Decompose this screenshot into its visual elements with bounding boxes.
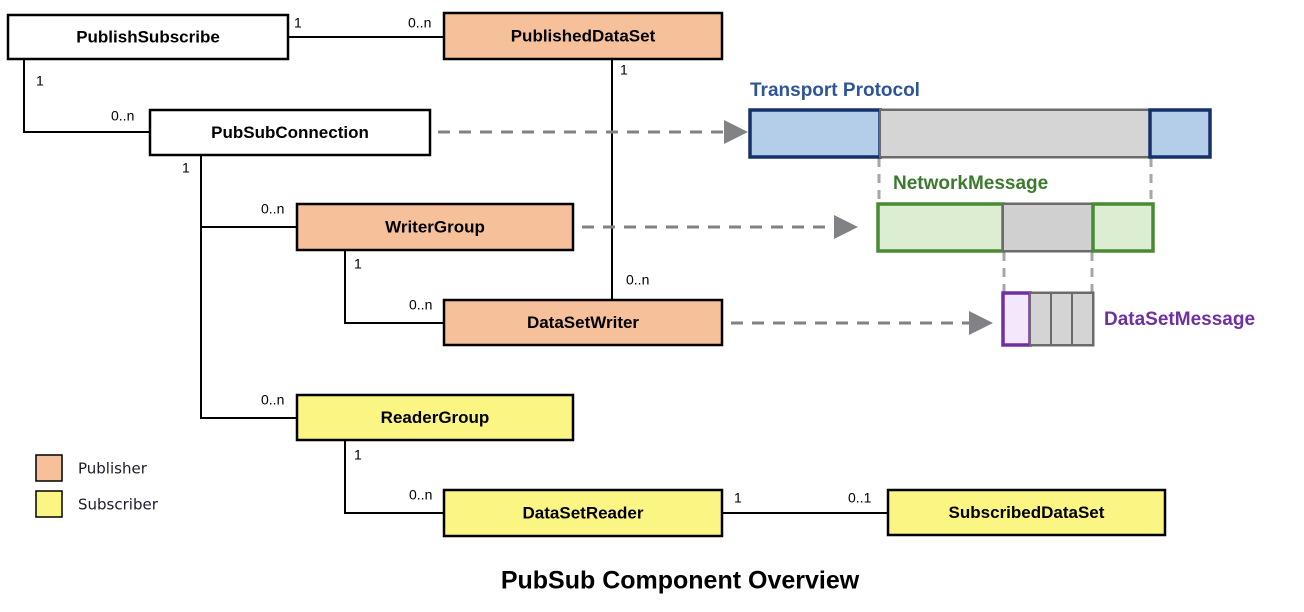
multiplicity-ps-to-conn-source: 1 [36,73,44,89]
datasetreader-label: DataSetReader [523,503,644,522]
publishsubscribe-label: PublishSubscribe [76,27,220,46]
association-lines [23,36,888,514]
segment-tp-payload [879,109,1151,158]
assoc-pubsubconnection-readergroup [200,227,297,419]
segment-dsm-field-1 [1029,292,1052,346]
segment-nm-footer [1091,202,1155,253]
dataset-message-title: DataSetMessage [1104,309,1255,330]
legend-swatch-publisher [35,454,63,482]
figure-title: PubSub Component Overview [501,567,860,595]
message-layer-network-message: NetworkMessage [876,173,1155,253]
subscribeddataset-rect[interactable] [886,488,1167,537]
subscribeddataset-label: SubscribedDataSet [949,503,1105,522]
assoc-writergroup-datasetwriter [344,250,444,324]
legend-label-publisher: Publisher [78,460,148,478]
layer-guide-lines [877,158,1153,292]
segment-nm-payload [1002,203,1094,252]
message-layer-transport-protocol: Transport Protocol [748,80,1212,159]
pubsubconnection-rect[interactable] [148,108,432,157]
multiplicity-wg-to-dsw-target: 0..n [409,297,432,313]
multiplicity-ps-to-pds-target: 0..n [408,15,431,31]
class-box-writergroup[interactable]: WriterGroup [295,202,575,252]
multiplicity-conn-to-wg-source: 1 [182,160,190,176]
class-box-readergroup[interactable]: ReaderGroup [295,393,575,442]
writergroup-label: WriterGroup [385,217,485,236]
multiplicity-ps-to-conn-target: 0..n [111,108,134,124]
network-message-title: NetworkMessage [893,173,1048,194]
message-layer-group: Transport ProtocolNetworkMessageDataSetM… [748,80,1255,347]
datasetreader-rect[interactable] [442,488,724,538]
multiplicity-dsr-to-sds-target: 0..1 [848,490,872,506]
multiplicity-rg-to-dsr-source: 1 [354,447,362,463]
legend-label-subscriber: Subscriber [78,496,159,514]
message-layer-dataset-message: DataSetMessage [1001,291,1255,347]
segment-tp-header [748,108,882,159]
segment-tp-footer [1148,108,1212,159]
datasetwriter-label: DataSetWriter [527,313,639,332]
flow-arrows [438,120,993,335]
legend-item-publisher: Publisher [35,454,148,482]
multiplicity-dsr-to-sds-source: 1 [734,490,742,506]
class-box-publishsubscribe[interactable]: PublishSubscribe [6,13,290,61]
assoc-publishsubscribe-pubsubconnection [23,59,150,133]
multiplicity-conn-to-rg-target: 0..n [261,392,284,408]
class-box-pubsubconnection[interactable]: PubSubConnection [148,108,432,157]
class-box-datasetreader[interactable]: DataSetReader [442,488,724,538]
multiplicity-wg-to-dsw-source: 1 [354,256,362,272]
publisheddataset-label: PublishedDataSet [511,26,656,45]
legend-swatch-subscriber [35,490,63,518]
writergroup-rect[interactable] [295,202,575,252]
multiplicity-pds-to-dsw-target: 0..n [626,272,649,288]
multiplicity-group: 1 0..n 1 0..n 1 0..n 1 0..n 1 0..n 0..n 1 0..n 1 0..1 [36,15,872,506]
pubsubconnection-label: PubSubConnection [211,123,369,142]
segment-nm-header [876,202,1005,253]
multiplicity-rg-to-dsr-target: 0..n [409,487,432,503]
multiplicity-pds-to-dsw-source: 1 [620,62,628,78]
assoc-readergroup-datasetreader [344,440,444,514]
publisheddataset-rect[interactable] [442,11,724,61]
publishsubscribe-rect[interactable] [6,13,290,61]
datasetwriter-rect[interactable] [442,298,724,347]
readergroup-label: ReaderGroup [381,408,490,427]
multiplicity-ps-to-pds-source: 1 [294,15,302,31]
legend-item-subscriber: Subscriber [35,490,159,518]
readergroup-rect[interactable] [295,393,575,442]
segment-dsm-header [1001,291,1032,347]
class-box-subscribeddataset[interactable]: SubscribedDataSet [886,488,1167,537]
segment-dsm-field-3 [1071,292,1094,346]
class-box-publisheddataset[interactable]: PublishedDataSet [442,11,724,61]
transport-protocol-title: Transport Protocol [750,80,920,101]
class-box-datasetwriter[interactable]: DataSetWriter [442,298,724,347]
segment-dsm-field-2 [1050,292,1073,346]
class-box-group: PublishSubscribe PublishedDataSetPubSubCo… [6,11,1167,538]
multiplicity-conn-to-wg-target: 0..n [261,201,284,217]
